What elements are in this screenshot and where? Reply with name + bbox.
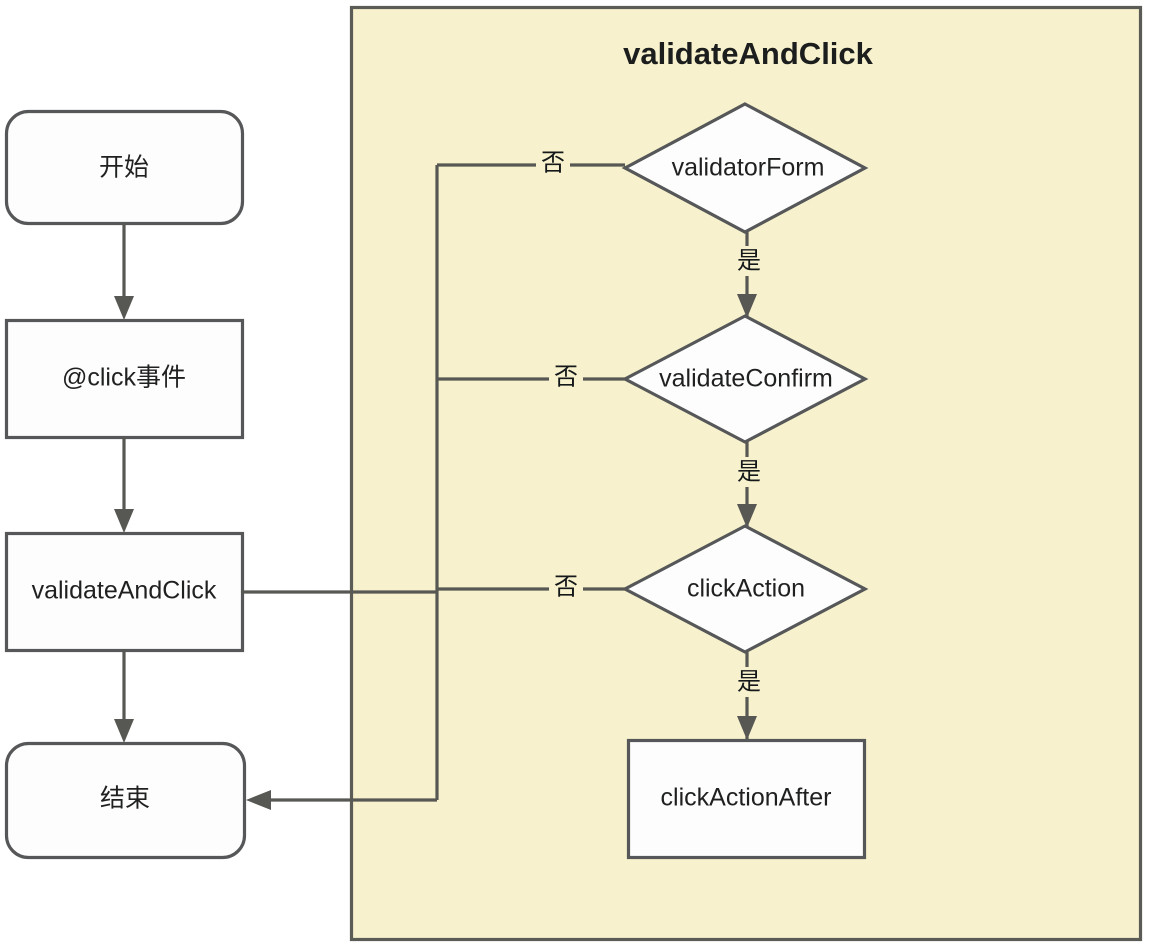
node-end-label: 结束 [100, 785, 150, 813]
node-validate-confirm[interactable] [621, 314, 869, 444]
edge-label-bg-yes-3 [731, 667, 765, 697]
node-click-action-after[interactable] [626, 738, 867, 860]
edge-label-bg-no-3 [549, 574, 583, 602]
arrow-head-validator-form-yes [737, 294, 757, 318]
edge-label-validator-form-yes: 是 [737, 247, 761, 274]
edge-label-click-action-no: 否 [554, 573, 578, 600]
arrow-head-spine-to-end [246, 790, 271, 810]
edge-label-bg-no-2 [549, 364, 583, 392]
edge-label-bg-yes-1 [731, 246, 765, 276]
edge-label-validator-form-no-text: 否 [541, 149, 565, 176]
arrow-head-validate-to-end [114, 719, 134, 743]
edge-label-click-action-yes: 是 [737, 668, 761, 695]
arrow-head-validate-confirm-yes [737, 504, 757, 528]
node-validate-and-click[interactable] [4, 531, 245, 653]
edge-label-bg-yes-2 [731, 457, 765, 487]
node-validator-form-label: validatorForm [672, 154, 825, 182]
node-click-action-after-label: clickActionAfter [661, 784, 832, 812]
node-validator-form[interactable] [621, 102, 869, 234]
edge-label-bg-no-1 [536, 150, 570, 178]
node-click-action[interactable] [621, 524, 869, 654]
node-validate-and-click-label: validateAndClick [32, 577, 217, 605]
node-validate-confirm-label: validateConfirm [659, 365, 833, 393]
node-click-event[interactable] [4, 318, 245, 440]
edge-label-validate-confirm-yes: 是 [737, 458, 761, 485]
subgraph-title: validateAndClick [623, 36, 874, 71]
node-click-action-label: clickAction [687, 575, 805, 603]
edge-label-validate-confirm-no: 否 [554, 363, 578, 390]
node-end[interactable] [4, 741, 247, 860]
node-start-label: 开始 [99, 154, 149, 182]
arrow-head-start-to-click-event [114, 296, 134, 320]
arrow-head-click-action-yes [737, 716, 757, 740]
node-click-event-label: @click事件 [62, 364, 186, 392]
arrow-head-click-event-to-validate [114, 509, 134, 533]
